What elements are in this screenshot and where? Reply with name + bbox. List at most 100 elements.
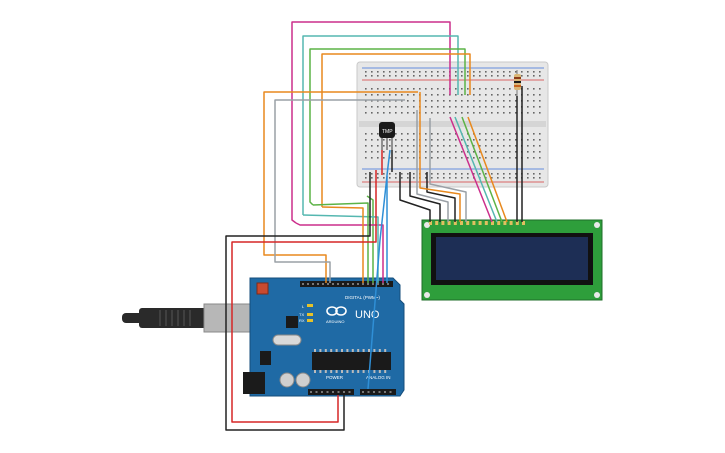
breadboard-hole	[497, 133, 499, 135]
breadboard-hole	[371, 75, 373, 77]
breadboard-hole	[407, 139, 409, 141]
breadboard-hole	[431, 106, 433, 108]
rx-led-label: RX	[299, 318, 305, 323]
wire-green-digital	[366, 195, 374, 283]
breadboard-hole	[539, 75, 541, 77]
breadboard-hole	[479, 157, 481, 159]
breadboard-hole	[395, 112, 397, 114]
breadboard-hole	[365, 145, 367, 147]
breadboard-hole	[389, 112, 391, 114]
breadboard-hole	[491, 177, 493, 179]
breadboard-hole	[527, 88, 529, 90]
breadboard-hole	[377, 75, 379, 77]
breadboard-hole	[473, 145, 475, 147]
chip-pin	[335, 370, 338, 373]
digital-header	[300, 281, 393, 287]
header-pin	[310, 391, 312, 393]
breadboard-hole	[425, 177, 427, 179]
breadboard-hole	[485, 94, 487, 96]
breadboard-hole	[461, 112, 463, 114]
breadboard-hole	[467, 177, 469, 179]
breadboard-hole	[431, 112, 433, 114]
breadboard-hole	[389, 100, 391, 102]
breadboard-hole	[455, 94, 457, 96]
breadboard-hole	[371, 94, 373, 96]
breadboard-hole	[539, 133, 541, 135]
breadboard-hole	[479, 88, 481, 90]
breadboard-hole	[473, 88, 475, 90]
chip-pin	[362, 349, 365, 352]
breadboard-hole	[437, 133, 439, 135]
arduino-logo-text: ARDUINO	[326, 319, 344, 324]
wire-green-digital-2	[312, 202, 369, 283]
breadboard-hole	[377, 100, 379, 102]
breadboard-hole	[491, 71, 493, 73]
breadboard-hole	[449, 157, 451, 159]
breadboard-hole	[395, 75, 397, 77]
header-pin	[343, 391, 345, 393]
breadboard-hole	[449, 112, 451, 114]
breadboard-hole	[377, 139, 379, 141]
breadboard-hole	[431, 139, 433, 141]
breadboard-hole	[425, 157, 427, 159]
header-pin	[362, 283, 364, 285]
lcd-pin	[429, 221, 432, 225]
breadboard-hole	[527, 151, 529, 153]
breadboard-hole	[539, 71, 541, 73]
breadboard-hole	[377, 133, 379, 135]
breadboard-hole	[395, 157, 397, 159]
breadboard-hole	[383, 106, 385, 108]
breadboard-hole	[509, 139, 511, 141]
breadboard-hole	[401, 151, 403, 153]
usb-cable-plug	[139, 308, 209, 328]
breadboard-hole	[539, 106, 541, 108]
arduino-logo-icon	[326, 306, 347, 316]
breadboard-hole	[485, 88, 487, 90]
rx-led	[307, 319, 313, 322]
breadboard-hole	[485, 145, 487, 147]
mount-hole	[424, 292, 430, 298]
breadboard-hole	[419, 88, 421, 90]
breadboard-hole	[365, 139, 367, 141]
breadboard-hole	[443, 177, 445, 179]
breadboard-hole	[509, 133, 511, 135]
breadboard-hole	[401, 157, 403, 159]
breadboard-hole	[485, 139, 487, 141]
header-pin	[367, 283, 369, 285]
breadboard-hole	[539, 151, 541, 153]
breadboard-hole	[497, 71, 499, 73]
breadboard-hole	[539, 88, 541, 90]
header-pin	[302, 283, 304, 285]
lcd-pin	[478, 221, 482, 225]
lcd-pin	[460, 221, 463, 225]
breadboard-hole	[521, 71, 523, 73]
breadboard-hole	[509, 106, 511, 108]
breadboard-hole	[407, 157, 409, 159]
breadboard-hole	[527, 145, 529, 147]
chip-pin	[378, 370, 381, 373]
breadboard-hole	[389, 75, 391, 77]
breadboard-hole	[509, 88, 511, 90]
lcd-pin	[472, 221, 476, 225]
wire-magenta-lcd	[449, 116, 493, 223]
breadboard-hole	[401, 133, 403, 135]
breadboard-hole	[503, 100, 505, 102]
lcd-pin	[435, 221, 439, 225]
chip-pin	[357, 370, 360, 373]
breadboard-hole	[443, 88, 445, 90]
chip-pin	[319, 349, 322, 352]
lcd-pin	[497, 221, 501, 225]
reset-button[interactable]	[256, 282, 269, 295]
wire-magenta-digital	[295, 222, 384, 283]
header-pin	[352, 283, 354, 285]
usb-chip	[286, 316, 298, 328]
header-pin	[327, 283, 329, 285]
breadboard-hole	[491, 100, 493, 102]
breadboard-hole	[413, 75, 415, 77]
breadboard-hole	[407, 100, 409, 102]
breadboard-hole	[407, 106, 409, 108]
wire-orange-left	[263, 91, 418, 283]
breadboard-hole	[413, 100, 415, 102]
breadboard-hole	[503, 75, 505, 77]
breadboard-hole	[527, 157, 529, 159]
